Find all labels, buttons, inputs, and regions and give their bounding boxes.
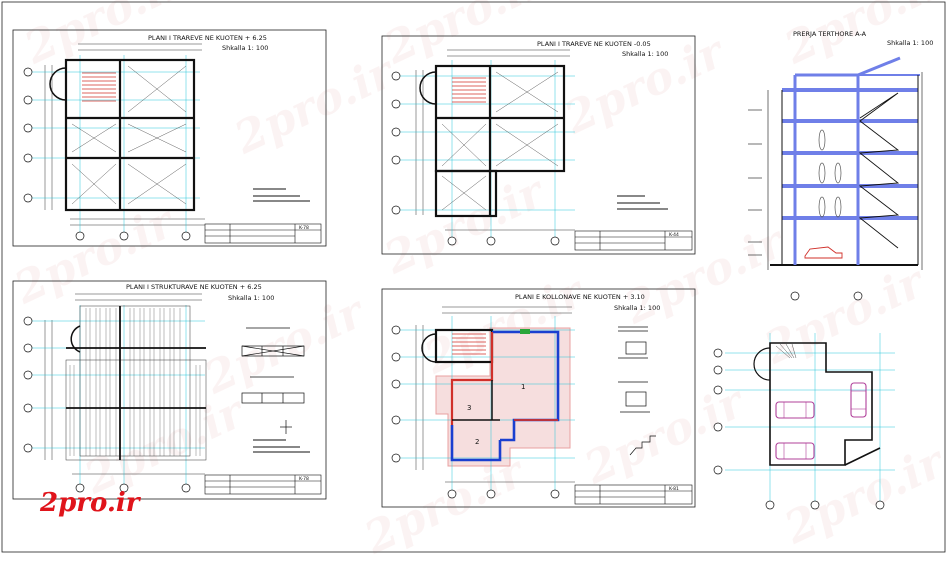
sheet-code: K-78 <box>299 476 309 482</box>
panel-floor-beams-plan-005: PLANI I TRAREVE NE KUOTEN -0.05 Shkalla … <box>381 35 696 255</box>
panel-scale: Shkalla 1: 100 <box>614 304 660 312</box>
panel-title: PRERJA TERTHORE A-A <box>793 30 867 38</box>
site-logo[interactable]: 2pro.ir <box>40 488 140 518</box>
room-number: 3 <box>467 404 471 412</box>
panel-structure-plan-625: PLANI I STRUKTURAVE NE KUOTEN + 6.25 Shk… <box>12 280 327 500</box>
panel-scale: Shkalla 1: 100 <box>622 50 668 58</box>
panel-floor-beams-plan-625: PLANI I TRAREVE NE KUOTEN + 6.25 Shkalla… <box>12 29 327 247</box>
panel-title: PLANI I TRAREVE NE KUOTEN -0.05 <box>537 40 651 48</box>
panel-scale: Shkalla 1: 100 <box>887 39 933 47</box>
sheet-code: K-81 <box>669 486 679 492</box>
panel-columns-plan-310: PLANI E KOLLONAVE NE KUOTEN + 3.10 Shkal… <box>381 288 696 508</box>
panel-cross-section-aa: PRERJA TERTHORE A-A Shkalla 1: 100 <box>748 30 933 301</box>
panel-scale: Shkalla 1: 100 <box>222 44 268 52</box>
room-number: 2 <box>475 438 479 446</box>
sheet-code: K-44 <box>669 232 679 238</box>
room-number: 1 <box>521 383 525 391</box>
panel-scale: Shkalla 1: 100 <box>228 294 274 302</box>
panel-title: PLANI E KOLLONAVE NE KUOTEN + 3.10 <box>515 293 645 301</box>
panel-garage-plan <box>713 333 895 510</box>
sheet-code: K-78 <box>299 225 309 231</box>
panel-title: PLANI I STRUKTURAVE NE KUOTEN + 6.25 <box>126 283 262 291</box>
panel-title: PLANI I TRAREVE NE KUOTEN + 6.25 <box>148 34 267 42</box>
